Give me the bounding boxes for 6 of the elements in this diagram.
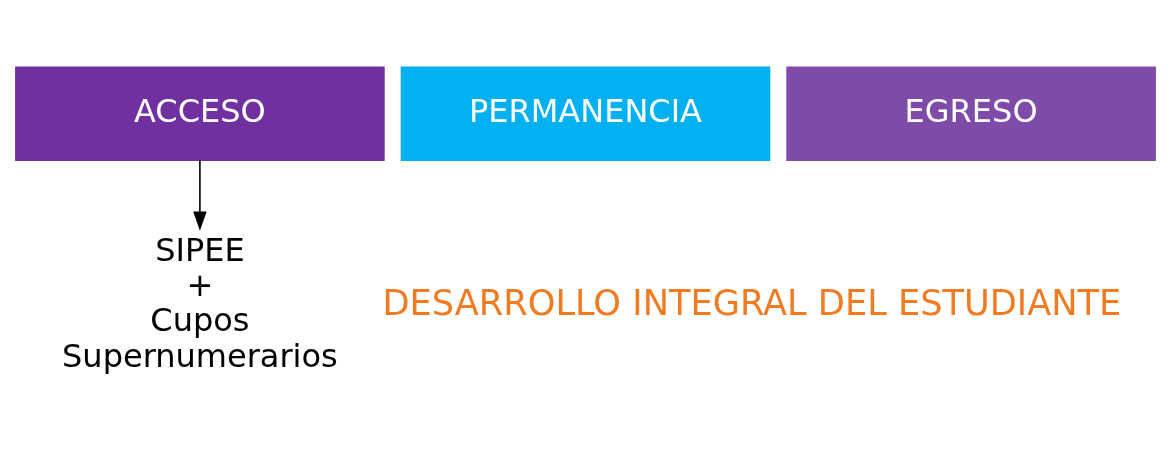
- node-box: ACCESO: [15, 66, 385, 161]
- node-box: PERMANENCIA: [400, 66, 771, 161]
- arrow: [193, 159, 207, 231]
- label: DESARROLLO INTEGRAL DEL ESTUDIANTE: [382, 281, 1122, 323]
- node-box: EGRESO: [786, 66, 1156, 161]
- node-text: SIPEE + Cupos Supernumerarios: [62, 231, 338, 375]
